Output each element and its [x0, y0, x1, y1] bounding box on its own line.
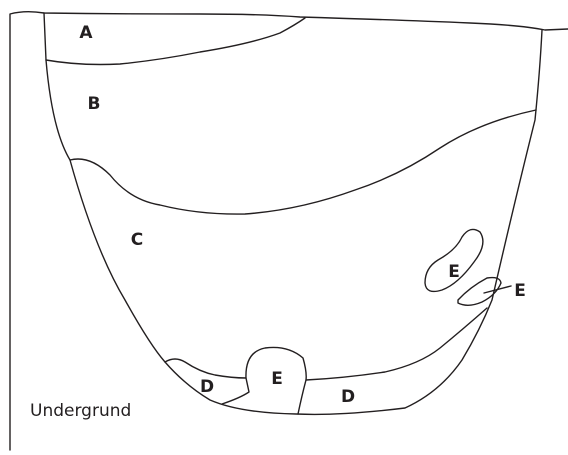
ground-surface-line: [9, 11, 568, 451]
layer-d-right-label: D: [341, 387, 355, 407]
layer-d-left-label: D: [200, 377, 214, 397]
layer-d-upper-boundary-left: [164, 358, 247, 379]
layer-a-label: A: [79, 23, 93, 43]
layer-b-label: B: [88, 94, 101, 114]
lens-e-center-label: E: [271, 369, 283, 389]
layer-c-label: C: [131, 230, 143, 250]
layer-b-c-boundary: [69, 109, 537, 215]
subsoil-label: Undergrund: [30, 401, 131, 421]
pit-outline: [43, 12, 543, 416]
layer-d-upper-boundary-right: [305, 307, 488, 381]
lens-e-center-outline: [221, 346, 307, 415]
lens-e-outer-leader-line: [483, 285, 512, 294]
lens-e-inner-outline: [424, 228, 484, 293]
lens-e-inner-label: E: [448, 262, 460, 282]
layer-a-b-boundary: [45, 17, 306, 66]
lens-e-outer-outline: [457, 276, 502, 306]
lens-e-outer-label: E: [514, 281, 526, 301]
